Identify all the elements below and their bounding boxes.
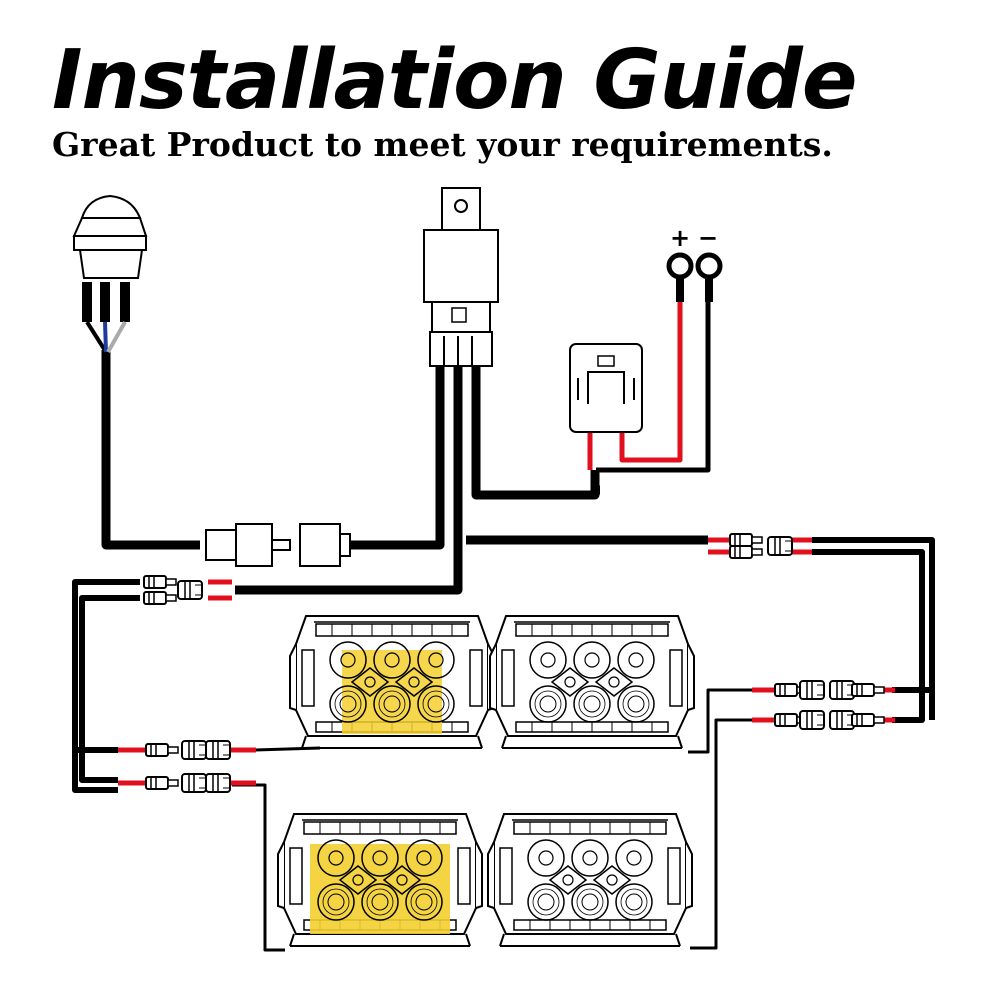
page-subtitle: Great Product to meet your requirements. <box>52 125 833 164</box>
positive-label: + <box>670 224 690 252</box>
connector-pair-left-top <box>143 575 203 605</box>
page-title: Installation Guide <box>52 33 857 128</box>
connector-pair-left-lower-light <box>145 773 231 793</box>
switch-connector <box>205 523 351 567</box>
light-bottom-right <box>487 813 693 947</box>
rocker-switch <box>72 194 148 354</box>
light-top-left <box>289 615 495 749</box>
fuse-holder <box>569 343 643 433</box>
connector-pair-right-upper-light <box>774 680 885 700</box>
positive-wires <box>118 300 895 786</box>
battery-terminals: + − <box>666 224 723 302</box>
light-top-right <box>489 615 695 749</box>
connector-pair-right-top <box>729 533 793 559</box>
connector-pair-left-upper-light <box>145 740 231 760</box>
relay <box>423 187 499 367</box>
light-bottom-left <box>277 813 483 947</box>
negative-label: − <box>698 224 718 252</box>
harness-wires <box>72 300 935 952</box>
connector-pair-right-lower-light <box>774 710 885 730</box>
